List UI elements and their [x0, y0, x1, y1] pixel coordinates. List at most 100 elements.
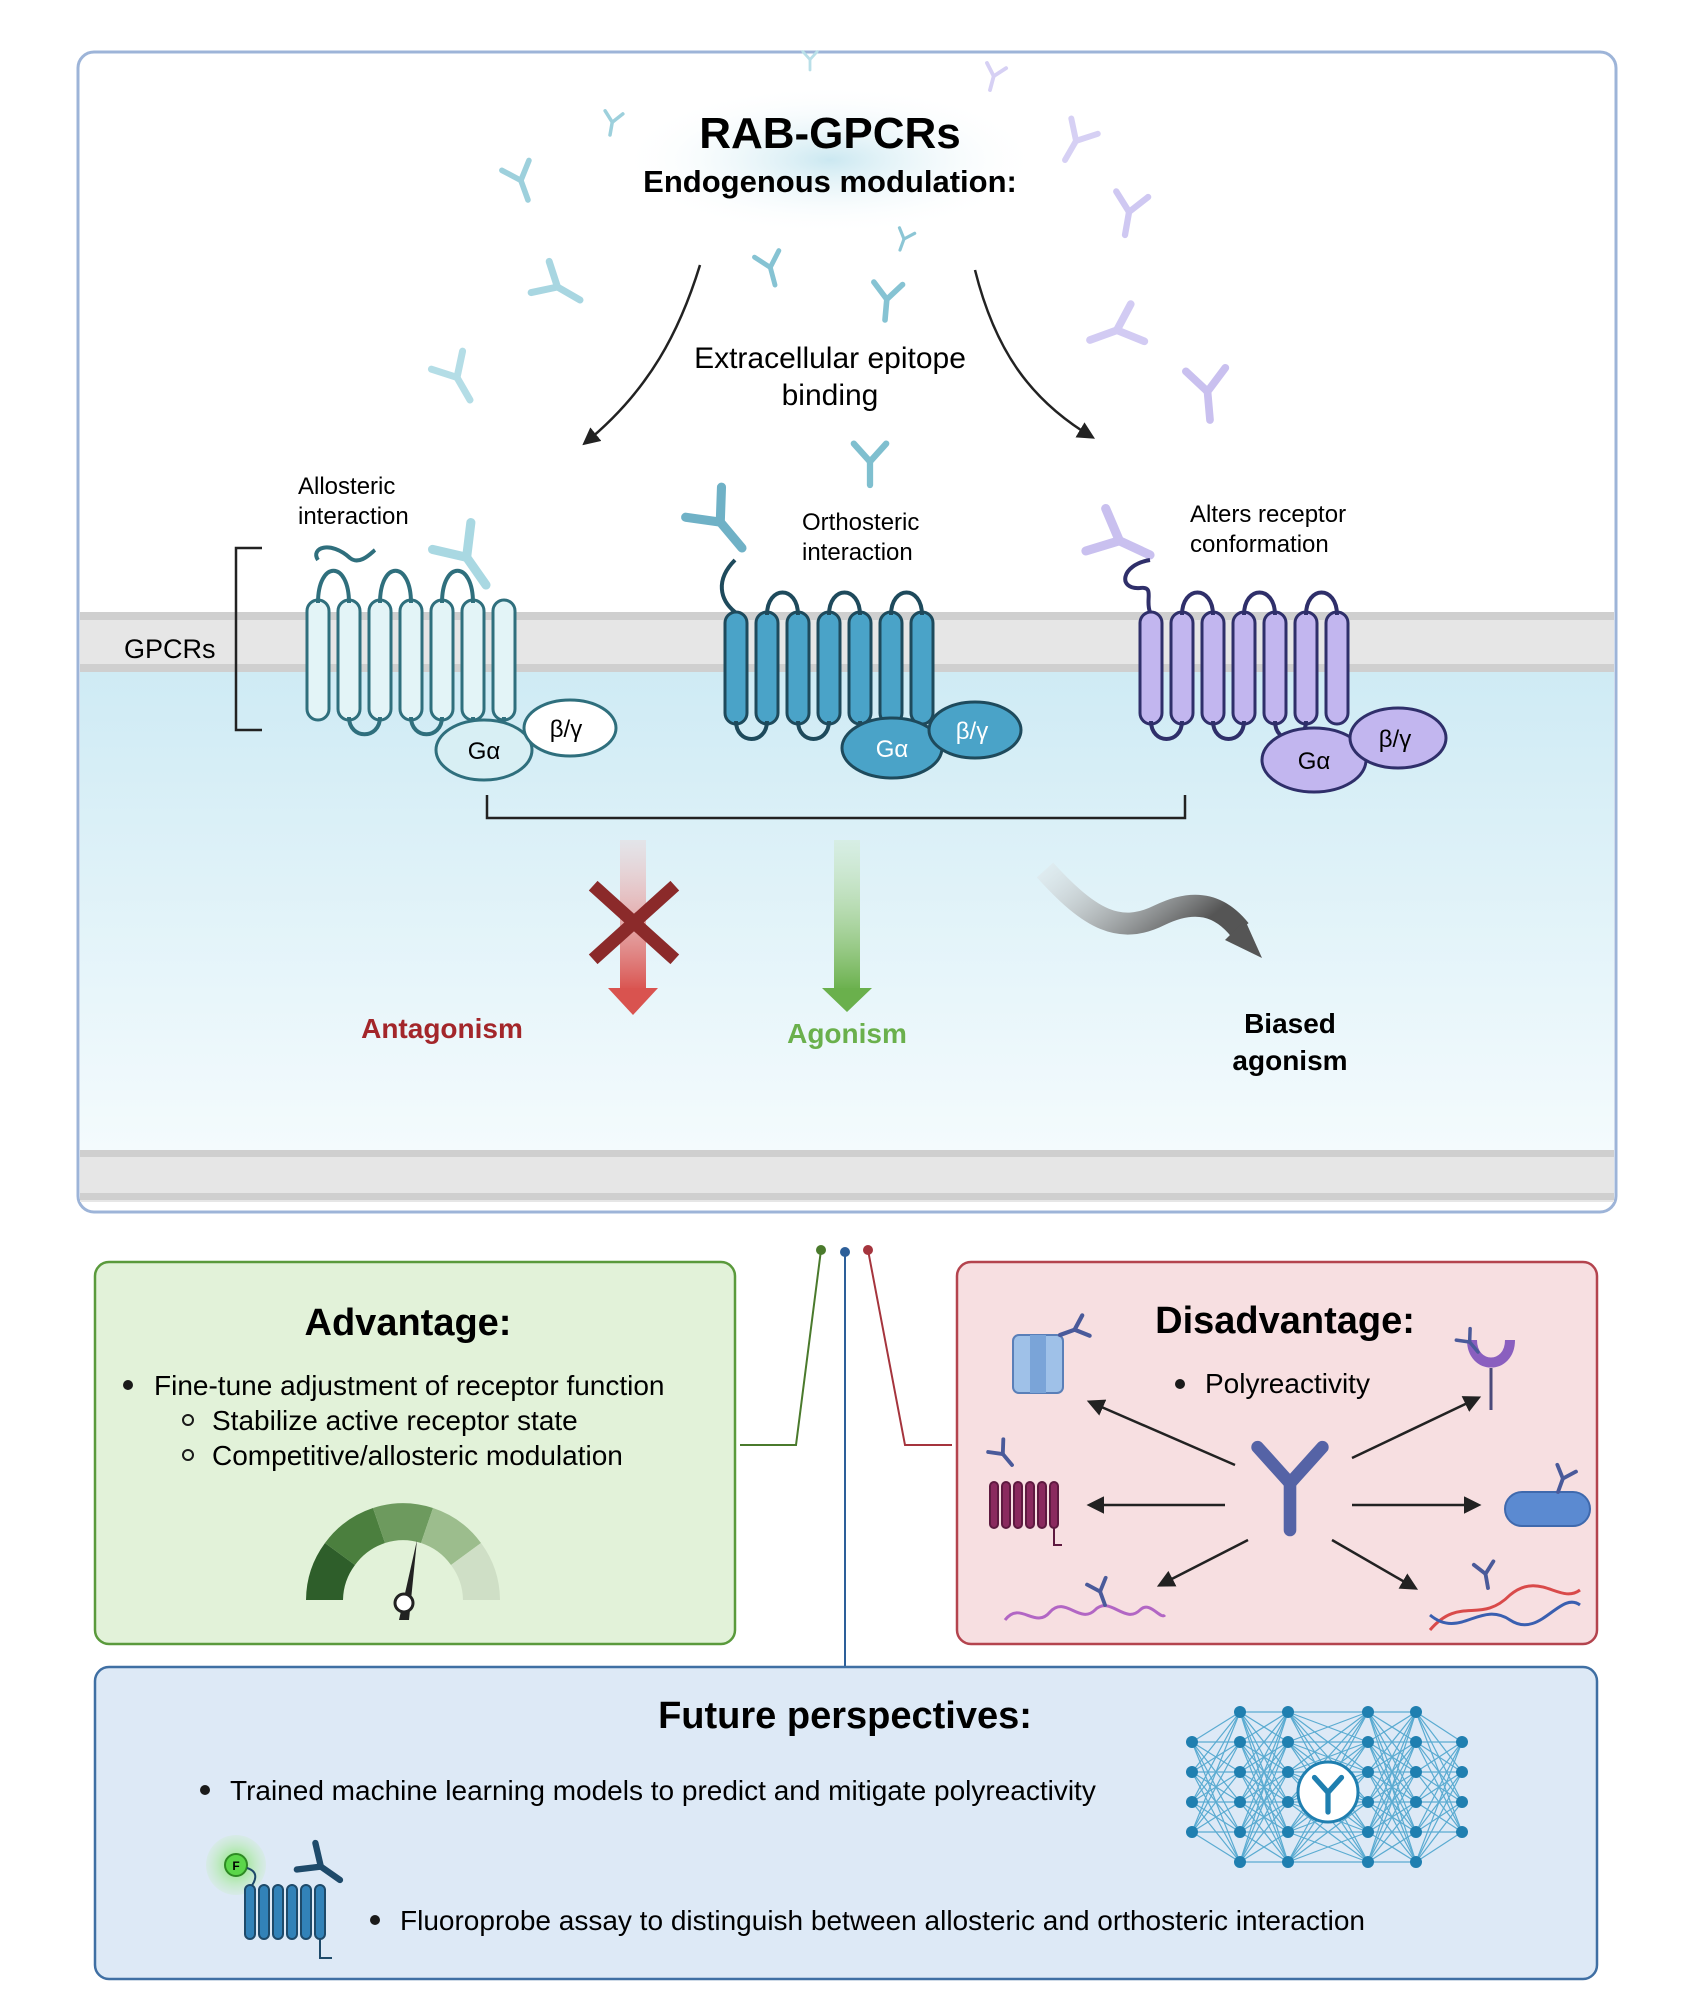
network-edge [1367, 1711, 1417, 1803]
antagonism-label: Antagonism [361, 1013, 523, 1044]
gpcrs-label: GPCRs [124, 634, 216, 664]
g-beta-gamma-subunit [927, 700, 1023, 760]
g-beta-gamma-subunit [522, 698, 618, 758]
network-node [1362, 1706, 1374, 1718]
network-node [1456, 1766, 1468, 1778]
sub-bullet-circle [182, 1449, 194, 1461]
connector-lines [740, 1245, 952, 1667]
dna-icon [1428, 1559, 1581, 1631]
network-node [1410, 1796, 1422, 1808]
agonism-label: Agonism [787, 1018, 907, 1049]
network-edge [1239, 1771, 1289, 1863]
network-node [1410, 1766, 1422, 1778]
n-terminus [1123, 558, 1152, 613]
receptor-label-line2: interaction [802, 539, 913, 566]
network-node [1362, 1826, 1374, 1838]
network-node [1282, 1856, 1294, 1868]
receptor-label-line1: Orthosteric [802, 509, 919, 536]
network-node [1234, 1766, 1246, 1778]
network-edge [1239, 1711, 1289, 1773]
network-edge [1239, 1711, 1289, 1803]
membrane-bottom [80, 1150, 1614, 1202]
network-edge [1287, 1801, 1369, 1863]
ion-channel-icon [1012, 1315, 1090, 1394]
block-cross-icon [588, 880, 680, 965]
network-edge [1287, 1711, 1369, 1743]
network-node [1410, 1826, 1422, 1838]
network-node [1282, 1826, 1294, 1838]
advantage-box: Advantage: Fine-tune adjustment of recep… [93, 1260, 737, 1646]
gpcr-target-icon [986, 1437, 1062, 1546]
protein-icon [1504, 1462, 1591, 1527]
receptor-label-line1: Allosteric [298, 473, 395, 500]
network-edge [1191, 1711, 1241, 1743]
g-beta-gamma-label: β/γ [550, 716, 582, 743]
network-node [1234, 1706, 1246, 1718]
network-edge [1191, 1831, 1241, 1863]
future-box: Future perspectives: Trained machine lea… [93, 1665, 1599, 1981]
agonism-arrow [822, 840, 872, 1012]
binding-label-line2: binding [782, 379, 879, 412]
network-node [1282, 1796, 1294, 1808]
bullet-dot [1175, 1379, 1185, 1389]
network-edge [1367, 1831, 1417, 1863]
diagram-title: RAB-GPCRs [699, 109, 961, 158]
receptor-orthosteric: Orthosteric interaction Gα β/γ [686, 487, 1023, 780]
network-node [1234, 1826, 1246, 1838]
arrow-to-allosteric [582, 264, 702, 446]
g-alpha-subunit [434, 718, 534, 782]
network-edge [1191, 1711, 1241, 1773]
network-node [1362, 1766, 1374, 1778]
network-edge [1287, 1831, 1369, 1863]
g-alpha-label: Gα [468, 738, 501, 765]
membrane-top [80, 612, 1614, 672]
network-node [1456, 1736, 1468, 1748]
network-edge [1367, 1711, 1417, 1773]
network-edge [1367, 1711, 1417, 1833]
binding-label-line1: Extracellular epitope [694, 342, 966, 375]
network-edge [1239, 1831, 1289, 1863]
network-node [1456, 1796, 1468, 1808]
advantage-title: Advantage: [305, 1302, 512, 1344]
outcome-bracket [485, 795, 1187, 820]
bullet-dot [123, 1380, 133, 1390]
network-node [1186, 1796, 1198, 1808]
bullet-dot [370, 1915, 380, 1925]
network-node [1410, 1736, 1422, 1748]
g-alpha-label: Gα [1298, 748, 1331, 775]
network-node [1282, 1766, 1294, 1778]
network-node [1362, 1856, 1374, 1868]
receptor-conformation: Alters receptor conformation Gα β/γ [1086, 501, 1448, 794]
network-edge [1191, 1771, 1241, 1833]
network-edge [1367, 1711, 1417, 1863]
receptor-label-line1: Alters receptor [1190, 501, 1346, 528]
receptor-label-line2: interaction [298, 503, 409, 530]
transmembrane-helices [1138, 610, 1350, 726]
network-edge [1191, 1741, 1241, 1833]
network-node [1362, 1796, 1374, 1808]
disadvantage-title: Disadvantage: [1155, 1300, 1415, 1342]
receptor-allosteric: Allosteric interaction Gα β/γ [298, 473, 618, 782]
advantage-sub1: Stabilize active receptor state [212, 1405, 578, 1436]
title-glow [620, 85, 1040, 235]
network-edge [1239, 1711, 1289, 1833]
network-node [1362, 1736, 1374, 1748]
network-node [1234, 1856, 1246, 1868]
biased-agonism-label-line2: agonism [1232, 1045, 1347, 1076]
network-node [1186, 1736, 1198, 1748]
network-edge [1191, 1711, 1241, 1833]
advantage-bullet: Fine-tune adjustment of receptor functio… [154, 1370, 665, 1401]
biased-agonism-arrow [1036, 862, 1262, 958]
g-alpha-label: Gα [876, 736, 909, 763]
network-node [1186, 1766, 1198, 1778]
peptide-icon [1003, 1575, 1167, 1621]
network-edge [1367, 1711, 1417, 1743]
future-bullet1: Trained machine learning models to predi… [230, 1775, 1096, 1806]
network-node [1234, 1796, 1246, 1808]
disadvantage-box: Disadvantage: Polyreactivity [955, 1260, 1599, 1646]
fluoroprobe-gpcr-icon: F [206, 1835, 349, 1959]
network-edge [1415, 1801, 1463, 1863]
transmembrane-helices [723, 610, 935, 726]
network-node [1234, 1736, 1246, 1748]
network-node [1456, 1826, 1468, 1838]
